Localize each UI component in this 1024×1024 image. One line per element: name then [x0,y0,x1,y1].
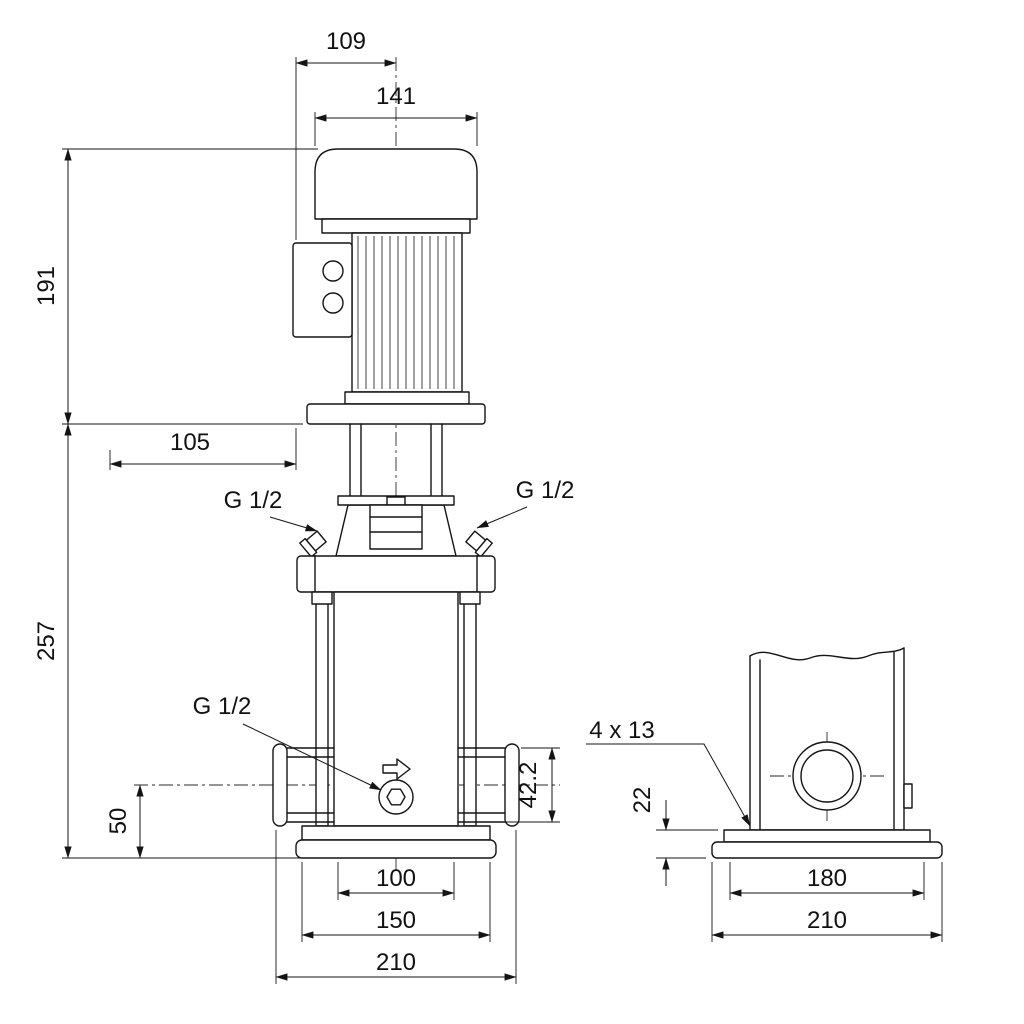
dim-50: 50 [105,784,144,859]
dim-180: 180 [729,862,925,900]
base-plate [301,825,491,841]
motor-fins [357,236,455,389]
label-g12-right: G 1/2 [476,477,575,529]
dim-150: 150 [301,862,491,942]
label-g12-drain: G 1/2 [193,693,382,791]
base-foot-side [711,841,943,859]
base-plate-side [723,829,931,843]
dimensions: 109 141 191 257 105 G 1/2 [33,28,943,984]
dim-50-label: 50 [105,808,132,835]
head-flange [296,555,496,593]
priming-plug-left [299,530,327,558]
dim-191-257: 191 257 [33,148,318,859]
port-circle-inner [800,749,854,803]
dim-22: 22 [629,787,718,886]
dim-105-label: 105 [170,429,210,456]
staybolt-left [315,599,329,827]
front-view [272,148,520,859]
dim-180-label: 180 [807,865,847,892]
dim-210-front: 210 [275,830,517,984]
base-foot [295,839,497,859]
cable-entry-hole [322,260,344,282]
motor-top-cap [314,148,478,220]
staybolt-nut-left [311,591,333,605]
dim-42-2: 42.2 [498,747,560,823]
terminal-box [292,242,353,338]
dim-22-label: 22 [629,787,656,814]
discharge-port-right [457,743,520,827]
staybolt-right [463,599,477,827]
coupling [369,504,423,550]
dim-210-side-label: 210 [807,907,847,934]
motor-bottom-bell [344,391,470,405]
base-side [711,829,943,859]
cable-entry-hole [322,292,344,314]
dim-109-label: 109 [326,28,366,55]
motor-top-bell [321,218,471,234]
shaft-stub [386,496,406,506]
suction-port-left [272,743,335,827]
dim-210-side: 210 [711,862,943,942]
dim-100-label: 100 [376,865,416,892]
base-front [295,825,497,859]
staybolt-nut-right [459,591,481,605]
label-g12-left: G 1/2 [224,487,318,532]
g12-right-label: G 1/2 [516,477,575,504]
dim-210-front-label: 210 [376,949,416,976]
motor-fin-body [351,232,463,393]
break-line [749,647,905,661]
flow-direction-arrow [382,758,411,780]
dim-100: 100 [337,862,455,900]
dim-141: 141 [314,83,478,146]
side-clip [903,783,913,809]
dim-109: 109 [295,28,397,240]
side-view [711,647,943,859]
port-flange-right [504,743,520,827]
pump-head [296,495,496,593]
motor-flange [306,403,486,425]
port-flange-left [272,743,288,827]
bolt-holes-label: 4 x 13 [589,717,654,744]
dim-42-2-label: 42.2 [515,762,542,809]
dim-191-label: 191 [33,266,60,306]
priming-plug-right [465,530,493,558]
motor-stool [349,423,443,497]
dim-141-label: 141 [376,83,416,110]
drain-plug [378,758,414,815]
dim-150-label: 150 [376,907,416,934]
motor [292,148,486,425]
drain-plug-hex [386,788,406,806]
g12-left-label: G 1/2 [224,487,283,514]
dim-257-label: 257 [33,621,60,661]
g12-drain-label: G 1/2 [193,693,252,720]
dim-105: 105 [109,428,297,470]
label-bolt-holes: 4 x 13 [586,717,751,827]
